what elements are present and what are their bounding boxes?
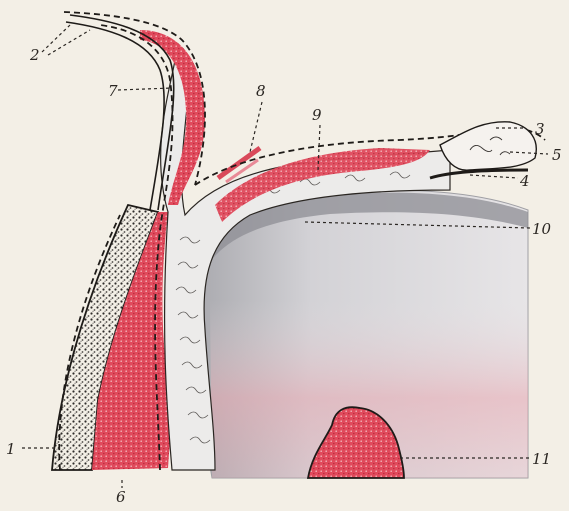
small-structure-3-5 (440, 122, 536, 170)
leader-4 (470, 175, 518, 178)
label-7: 7 (108, 82, 118, 100)
label-4: 4 (519, 172, 530, 190)
leader-8 (250, 102, 262, 152)
label-5: 5 (552, 146, 562, 164)
stalk-inner-line (66, 22, 164, 210)
label-6: 6 (116, 488, 126, 506)
label-9: 9 (312, 106, 322, 124)
label-11: 11 (532, 450, 551, 468)
label-10: 10 (532, 220, 552, 238)
grey-stalk-line (70, 15, 174, 210)
label-3: 3 (535, 120, 545, 138)
leader-2 (42, 25, 90, 55)
label-2: 2 (29, 46, 40, 64)
label-8: 8 (256, 82, 266, 100)
label-1: 1 (6, 440, 16, 458)
